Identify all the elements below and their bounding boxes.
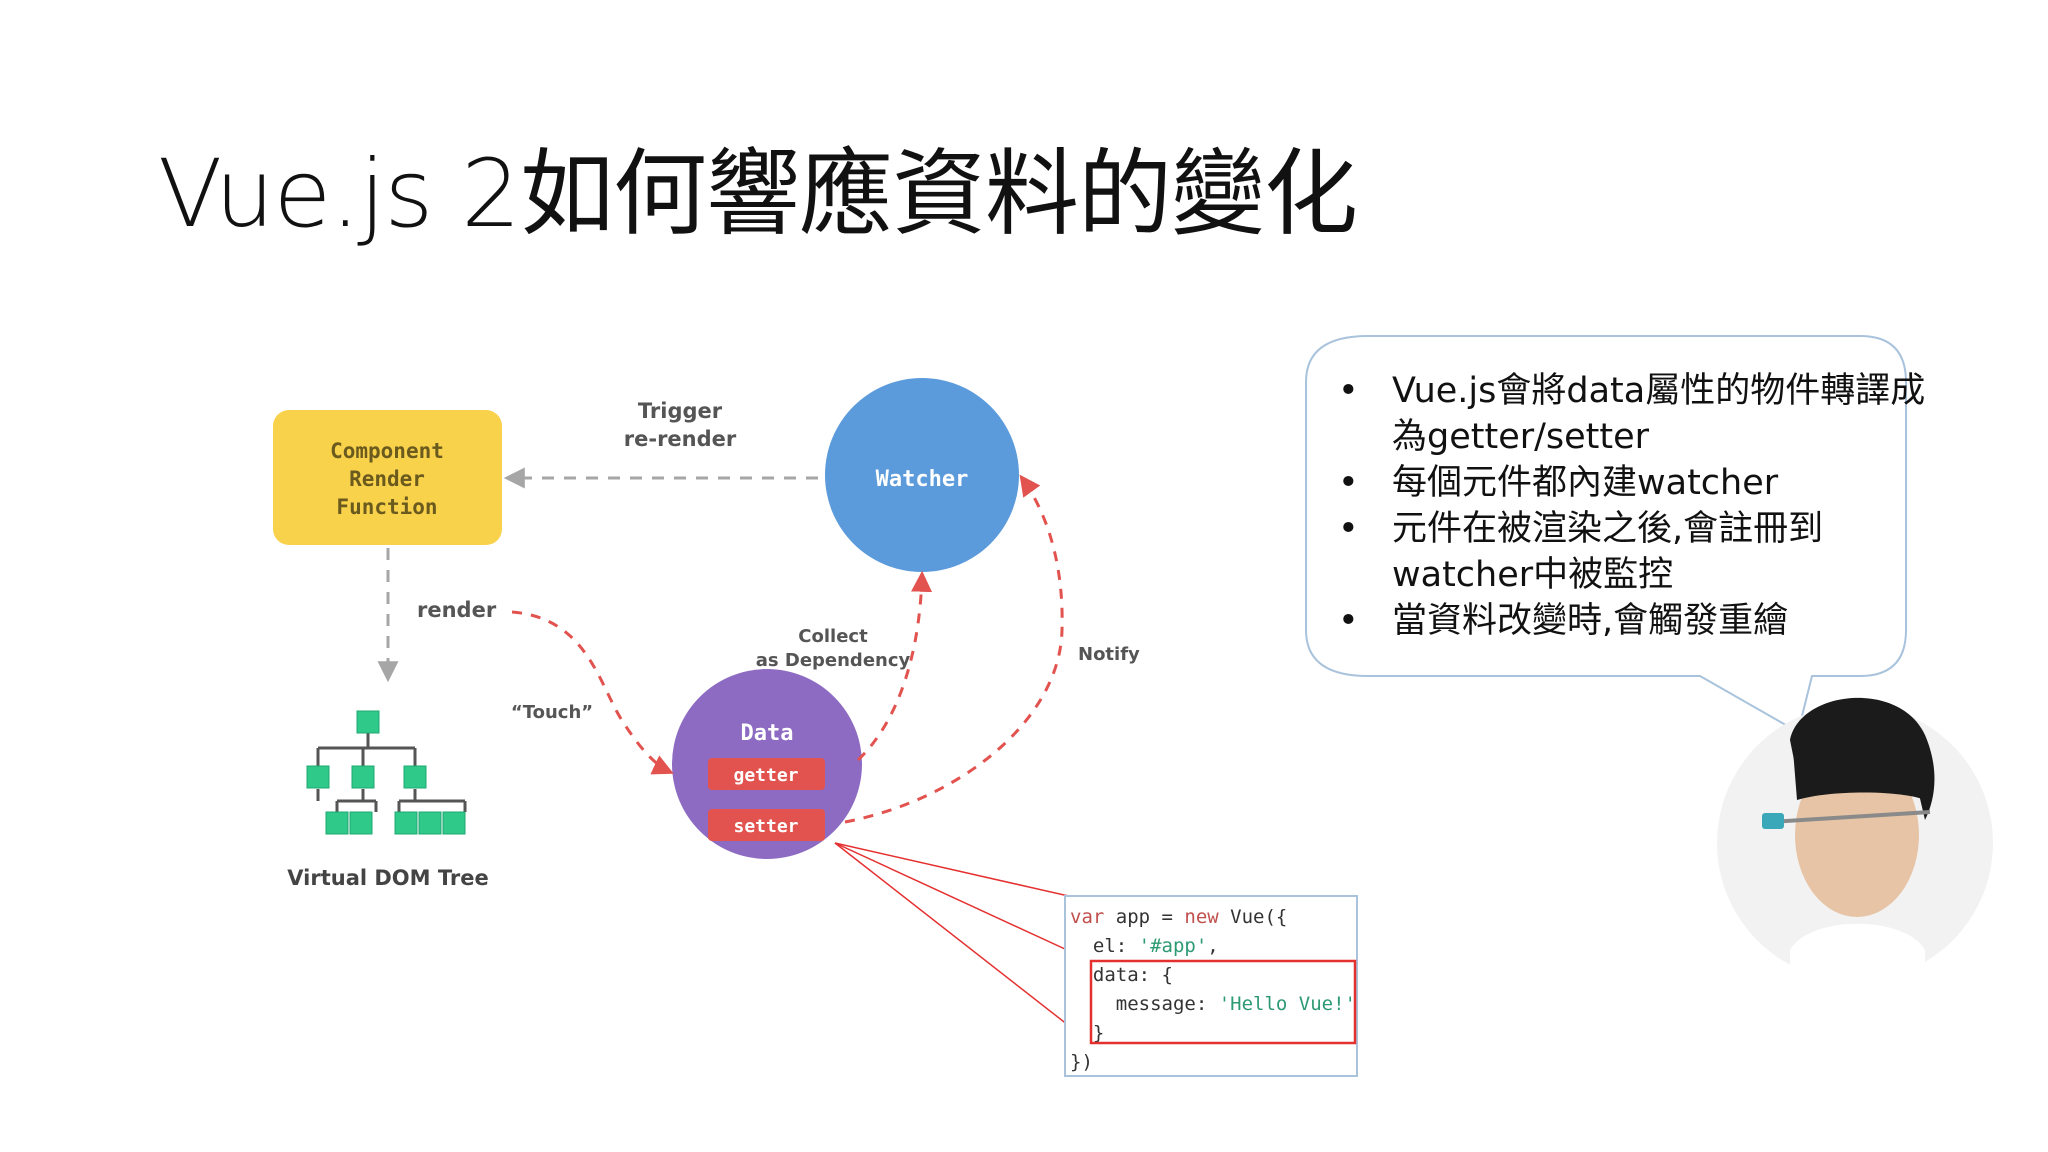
code-el-key: el: — [1070, 935, 1139, 957]
watcher-label: Watcher — [876, 467, 969, 492]
collect-label-line2: as Dependency — [756, 650, 911, 671]
code-message-key: message: — [1070, 993, 1219, 1015]
code-el-comma: , — [1207, 935, 1219, 957]
code-snippet: var app = new Vue({ el: '#app', data: { … — [1064, 895, 1358, 1077]
code-kw-new: new — [1184, 906, 1219, 928]
code-message-value: 'Hello Vue!' — [1218, 993, 1356, 1015]
setter-pill — [708, 809, 825, 841]
collect-label-line1: Collect — [798, 626, 868, 647]
bubble-item: 元件在被渲染之後,會註冊到watcher中被監控 — [1338, 506, 1938, 598]
bubble-item: Vue.js會將data屬性的物件轉譯成為getter/setter — [1338, 368, 1938, 460]
notify-arrow — [844, 474, 1064, 824]
touch-arrow — [511, 610, 674, 775]
component-render-function-box: Component Render Function — [273, 410, 502, 545]
render-label: render — [417, 598, 497, 622]
trigger-label-line1: Trigger — [638, 399, 723, 423]
code-vue-close: }) — [1070, 1051, 1093, 1073]
code-kw-var: var — [1070, 906, 1105, 928]
code-app-assign: app = — [1104, 906, 1185, 928]
setter-label: setter — [733, 816, 798, 837]
watcher-node: Watcher — [825, 378, 1019, 572]
collect-dependency-arrow — [856, 570, 933, 762]
data-node: Data getter setter — [672, 669, 862, 859]
notify-label: Notify — [1078, 644, 1140, 665]
slide-title: Vue.js 2如何響應資料的變化 — [158, 140, 1358, 249]
code-data-open: data: { — [1070, 964, 1173, 986]
code-el-value: '#app' — [1138, 935, 1208, 957]
code-data-highlight — [1089, 959, 1357, 1045]
getter-label: getter — [733, 765, 798, 786]
bubble-bullet-list: Vue.js會將data屬性的物件轉譯成為getter/setter 每個元件都… — [1338, 368, 1938, 644]
data-label: Data — [741, 721, 794, 746]
getter-pill — [708, 758, 825, 790]
code-data-close: } — [1070, 1022, 1105, 1044]
virtual-dom-tree-icon — [306, 710, 467, 835]
bubble-item: 每個元件都內建watcher — [1338, 460, 1938, 506]
bubble-item: 當資料改變時,會觸發重繪 — [1338, 598, 1938, 644]
component-label-line3: Function — [336, 495, 437, 519]
code-vue-call: Vue({ — [1218, 906, 1288, 928]
trigger-label-line2: re-render — [624, 427, 737, 451]
component-label-line2: Render — [349, 467, 425, 491]
vdom-label: Virtual DOM Tree — [287, 866, 488, 890]
touch-label: “Touch” — [511, 702, 593, 723]
component-label-line1: Component — [330, 439, 444, 463]
presenter-avatar — [1717, 697, 1993, 981]
